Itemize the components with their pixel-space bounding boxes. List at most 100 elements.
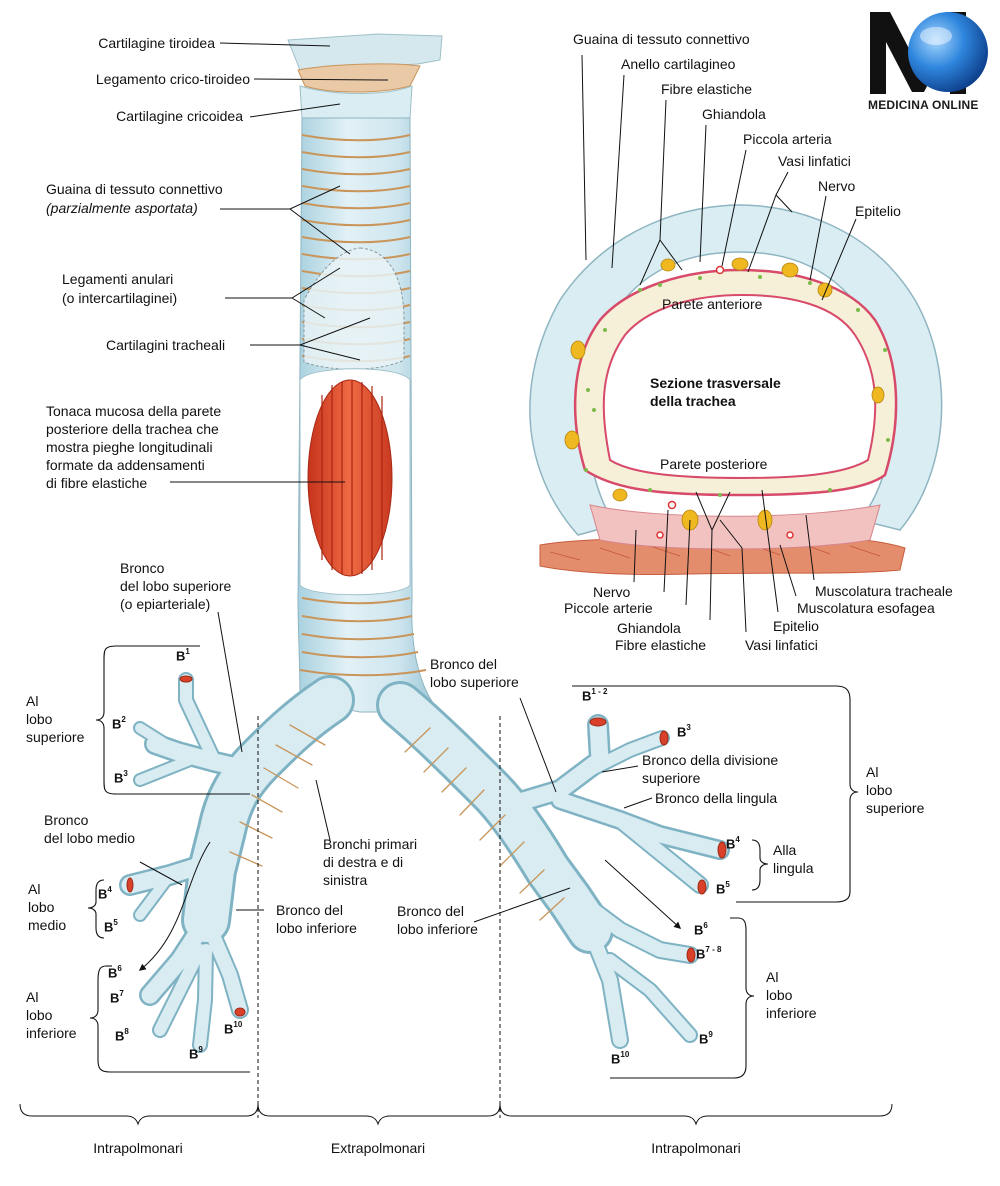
leader-lines bbox=[138, 42, 682, 971]
segment-left-b1: B1 bbox=[176, 647, 190, 664]
logo-m-icon bbox=[870, 12, 988, 94]
label-mucosa-2: posteriore della trachea che bbox=[46, 421, 219, 437]
logo-wordmark: MEDICINA ONLINE bbox=[868, 98, 979, 112]
segment-right-b10: B10 bbox=[611, 1050, 630, 1067]
segment-left-b2: B2 bbox=[112, 715, 126, 732]
label-primary-3: sinistra bbox=[323, 872, 368, 888]
label-left-lobe-inf-2: lobo bbox=[26, 1007, 53, 1023]
posterior-mucosa bbox=[307, 379, 393, 577]
label-right-upper-2: lobo superiore bbox=[430, 674, 519, 690]
segment-right-b3: B3 bbox=[677, 723, 691, 740]
label-section-ring: Anello cartilagineo bbox=[621, 56, 736, 72]
label-right-lobe-sup-2: lobo bbox=[866, 782, 893, 798]
label-div-sup-2: superiore bbox=[642, 770, 701, 786]
region-left-intrapulmonary: Intrapolmonari bbox=[93, 1140, 183, 1156]
label-mucosa-1: Tonaca mucosa della parete bbox=[46, 403, 222, 419]
cross-section bbox=[529, 54, 943, 633]
label-primary-1: Bronchi primari bbox=[323, 836, 418, 852]
label-right-lobe-inf-3: inferiore bbox=[766, 1005, 817, 1021]
segment-right-b9: B9 bbox=[699, 1030, 713, 1047]
section-lumen bbox=[602, 293, 877, 480]
label-lingula-bronchus: Bronco della lingula bbox=[655, 790, 778, 806]
label-to-lingula-1: Alla bbox=[773, 842, 797, 858]
label-section-nerve: Nervo bbox=[818, 178, 856, 194]
label-right-lobe-inf-2: lobo bbox=[766, 987, 793, 1003]
label-left-lobe-inf-1: Al bbox=[26, 989, 39, 1005]
label-annular-ligaments: Legamenti anulari bbox=[62, 271, 174, 287]
label-sheath-note: (parzialmente asportata) bbox=[46, 200, 198, 216]
label-section-elastic: Fibre elastiche bbox=[661, 81, 753, 97]
label-left-upper-2: del lobo superiore bbox=[120, 578, 232, 594]
label-annular-note: (o intercartilaginei) bbox=[62, 290, 178, 306]
section-leader-lines bbox=[581, 54, 857, 633]
section-elastic-fibres bbox=[584, 275, 890, 497]
section-title-1: Sezione trasversale bbox=[650, 375, 781, 391]
label-cricoid-cartilage: Cartilagine cricoidea bbox=[116, 108, 243, 124]
bronchi-cartilage-lines bbox=[229, 724, 565, 921]
label-bottom-epithelium: Epitelio bbox=[773, 618, 819, 634]
label-section-epithelium: Epitelio bbox=[855, 203, 901, 219]
section-glands bbox=[564, 257, 885, 531]
section-arteries bbox=[656, 265, 794, 539]
label-mucosa-3: mostra pieghe longitudinali bbox=[46, 439, 213, 455]
label-left-lobe-inf-3: inferiore bbox=[26, 1025, 77, 1041]
longitudinal-folds bbox=[321, 381, 383, 575]
label-left-lobe-mid-1: Al bbox=[28, 881, 41, 897]
segment-left-b9: B9 bbox=[189, 1045, 203, 1062]
label-thyroid-cartilage: Cartilagine tiroidea bbox=[98, 35, 215, 51]
label-left-lobe-sup-2: lobo bbox=[26, 711, 53, 727]
connective-sheath-flap bbox=[303, 247, 405, 370]
label-mucosa-5: di fibre elastiche bbox=[46, 475, 148, 491]
segment-left-b6: B6 bbox=[108, 964, 122, 981]
bronchi-fill bbox=[121, 674, 728, 1051]
label-right-lower-1: Bronco del bbox=[397, 903, 464, 919]
cartilage-ring bbox=[529, 204, 943, 536]
region-right-intrapulmonary: Intrapolmonari bbox=[651, 1140, 741, 1156]
label-anterior-wall: Parete anteriore bbox=[662, 296, 763, 312]
label-bottom-gland: Ghiandola bbox=[617, 620, 681, 636]
segment-left-b5: B5 bbox=[104, 918, 118, 935]
label-left-lobe-mid-3: medio bbox=[28, 917, 67, 933]
label-div-sup-1: Bronco della divisione bbox=[642, 752, 779, 768]
label-small-arteries: Piccole arterie bbox=[564, 600, 653, 616]
lobe-brackets bbox=[87, 645, 859, 1079]
label-left-lobe-sup-3: superiore bbox=[26, 729, 85, 745]
label-section-sheath: Guaina di tessuto connettivo bbox=[573, 31, 750, 47]
label-section-lymph: Vasi linfatici bbox=[778, 153, 851, 169]
label-tracheal-cartilages: Cartilagini tracheali bbox=[106, 337, 226, 353]
region-extrapulmonary: Extrapolmonari bbox=[330, 1140, 426, 1156]
segment-right-b4: B4 bbox=[726, 835, 740, 852]
bronchi-cut-ends bbox=[126, 675, 727, 1017]
label-right-lobe-sup-3: superiore bbox=[866, 800, 925, 816]
label-section-artery: Piccola arteria bbox=[743, 131, 832, 147]
segment-right-b5: B5 bbox=[716, 880, 730, 897]
label-section-gland: Ghiandola bbox=[702, 106, 766, 122]
label-posterior-wall: Parete posteriore bbox=[660, 456, 768, 472]
label-tracheal-muscle: Muscolatura tracheale bbox=[815, 583, 953, 599]
label-left-upper-1: Bronco bbox=[120, 560, 165, 576]
label-primary-2: di destra e di bbox=[323, 854, 404, 870]
label-right-lower-2: lobo inferiore bbox=[397, 921, 478, 937]
trachea bbox=[287, 33, 443, 713]
label-esophageal-muscle: Muscolatura esofagea bbox=[797, 600, 935, 616]
label-bottom-lymph: Vasi linfatici bbox=[745, 637, 818, 653]
label-right-lobe-inf-1: Al bbox=[766, 969, 779, 985]
label-left-middle-1: Bronco bbox=[44, 812, 89, 828]
label-right-upper-1: Bronco del bbox=[430, 656, 497, 672]
segment-left-b7: B7 bbox=[110, 989, 124, 1006]
label-right-lobe-sup-1: Al bbox=[866, 764, 879, 780]
segment-right-b7-8: B7 - 8 bbox=[696, 945, 722, 962]
segment-right-b1-2: B1 - 2 bbox=[582, 687, 608, 704]
label-bottom-elastic: Fibre elastiche bbox=[615, 637, 707, 653]
trachealis-muscle bbox=[589, 504, 881, 550]
label-left-middle-2: del lobo medio bbox=[44, 830, 136, 846]
label-left-lower-2: lobo inferiore bbox=[276, 920, 357, 936]
region-dividers bbox=[19, 716, 893, 1126]
label-mucosa-4: formate da addensamenti bbox=[46, 457, 205, 473]
segment-left-b4: B4 bbox=[98, 885, 112, 902]
segment-right-b6: B6 bbox=[694, 921, 708, 938]
cricothyroid-ligament bbox=[297, 63, 421, 93]
medicina-online-logo bbox=[866, 8, 992, 118]
